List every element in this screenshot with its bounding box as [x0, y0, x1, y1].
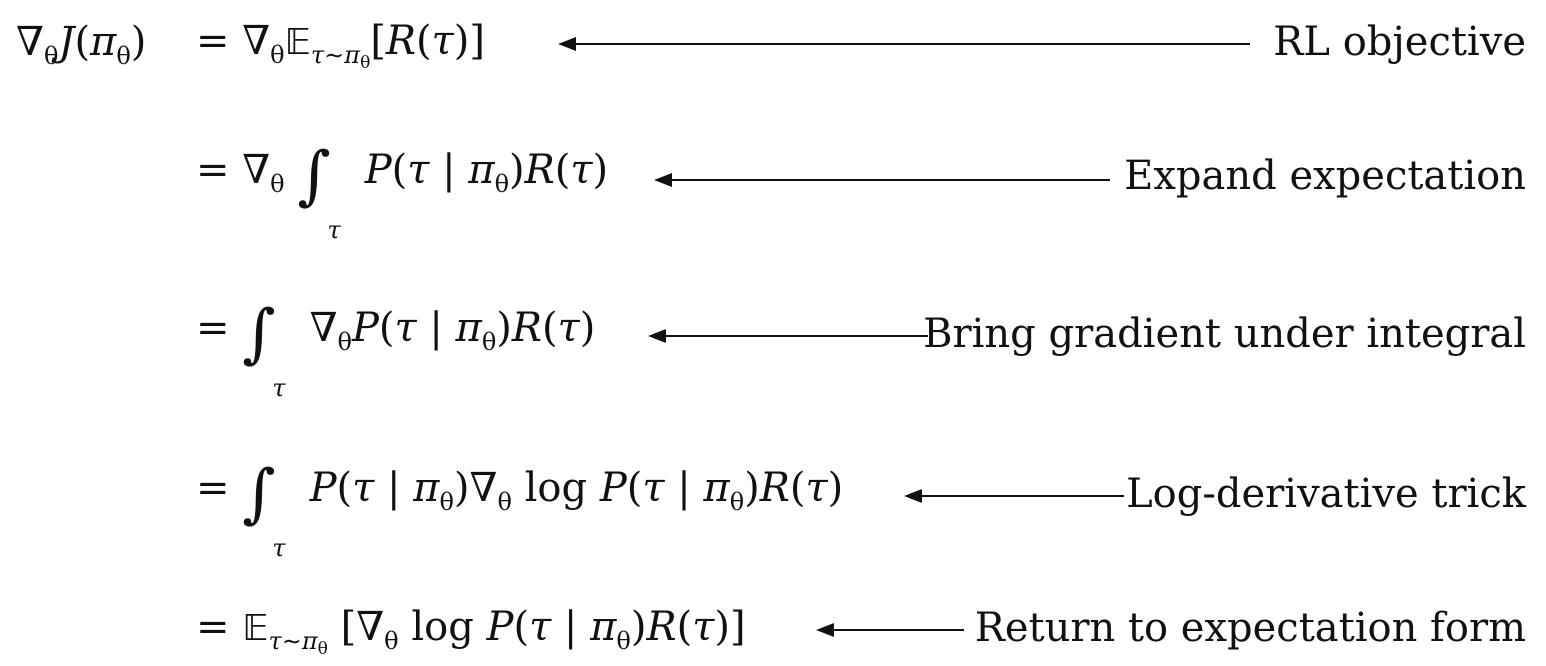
- arrow-head-icon: [654, 173, 672, 187]
- step-1-lhs: ∇θJ(πθ): [16, 19, 147, 70]
- step-3-rhs: = ∫τ∇θP(τ | πθ)R(τ): [196, 297, 596, 402]
- arrow-head-icon: [904, 489, 922, 503]
- step-1-rhs: = ∇θ𝔼τ∼πθ[R(τ)]: [196, 18, 486, 73]
- arrow-head-icon: [816, 623, 834, 637]
- step-1-annotation: RL objective: [1273, 19, 1526, 65]
- step-4-annotation: Log-derivative trick: [1126, 471, 1526, 517]
- arrow-head-icon: [648, 329, 666, 343]
- step-2-arrow: [654, 173, 1110, 187]
- step-4-arrow: [904, 489, 1124, 503]
- step-2-annotation: Expand expectation: [1124, 153, 1526, 199]
- step-5-rhs: = 𝔼τ∼πθ [∇θ log P(τ | πθ)R(τ)]: [196, 604, 746, 659]
- step-1-arrow: [558, 37, 1250, 51]
- step-5-annotation: Return to expectation form: [974, 605, 1526, 651]
- step-3-annotation: Bring gradient under integral: [923, 311, 1526, 357]
- arrow-head-icon: [558, 37, 576, 51]
- step-5-arrow: [816, 623, 964, 637]
- step-3-arrow: [648, 329, 928, 343]
